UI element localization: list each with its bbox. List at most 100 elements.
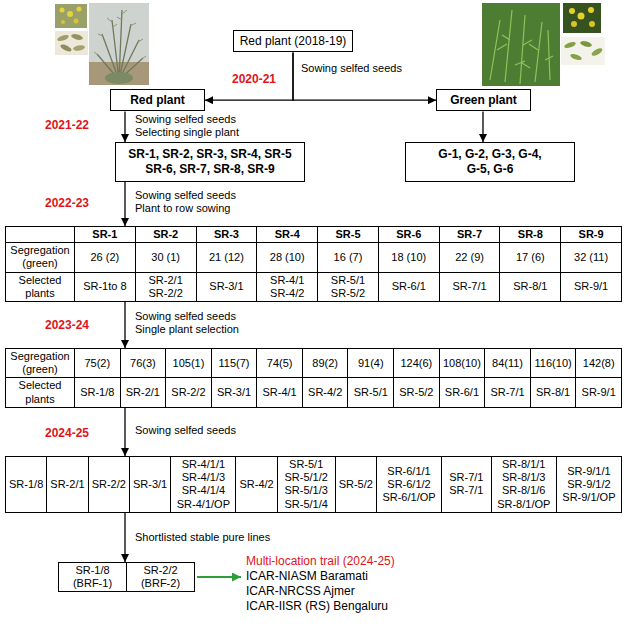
table-cell: SR-9/1: [561, 273, 621, 301]
cell-text: SR-4/1: [262, 386, 296, 399]
plant-base: [105, 72, 133, 84]
seed: [60, 43, 73, 53]
cell-text: SR-3/1: [209, 280, 243, 293]
green-arrow: [197, 576, 241, 578]
seed: [73, 44, 86, 51]
table-cell: SR-7: [440, 227, 500, 242]
table-cell: SR-1/8 (BRF-1): [59, 563, 126, 591]
cell-text: 17 (6): [516, 251, 545, 264]
cell-text: SR-4/1 SR-4/2: [259, 274, 315, 300]
flow-arrow: [293, 52, 436, 100]
cell-text: SR-2/2 (BRF-2): [129, 564, 192, 590]
table-cell: Selected plants: [6, 273, 74, 301]
cell-text: SR-5: [335, 228, 360, 241]
table-cell: 91(4): [348, 349, 393, 377]
cell-text: 105(1): [173, 357, 205, 370]
table-cell: SR-5/2: [336, 457, 376, 512]
table-cell: SR-2/2: [166, 378, 211, 406]
node-text: Red plant: [115, 93, 200, 107]
table-cell: SR-9: [561, 227, 621, 242]
year-label: 2022-23: [45, 196, 89, 210]
table-cell: 28 (10): [257, 243, 317, 271]
cell-text: SR-1/8 (BRF-1): [61, 564, 124, 590]
cell-text: SR-7/1: [452, 280, 486, 293]
cell-text: SR-9/1: [574, 280, 608, 293]
cell-text: SR-2/1 SR-2/2: [138, 274, 194, 300]
cell-text: SR-8/1: [513, 280, 547, 293]
cell-text: SR-1: [92, 228, 117, 241]
table-cell: SR-4: [257, 227, 317, 242]
cell-text: 89(2): [312, 357, 338, 370]
table-cell: [6, 227, 74, 242]
flower: [74, 19, 79, 24]
cell-text: SR-7/1 SR-7/1: [444, 471, 489, 497]
cell-text: 115(7): [219, 357, 250, 370]
flower: [61, 20, 65, 24]
table-cell: SR-9/1/1 SR-9/1/2 SR-9/1/OP: [557, 457, 621, 512]
cell-text: SR-7: [457, 228, 482, 241]
cell-text: SR-4/1/1 SR-4/1/3 SR-4/1/4 SR-4/1/OP: [173, 458, 233, 511]
cell-text: SR-4/2: [240, 478, 274, 491]
node-text: G-1, G-2, G-3, G-4, G-5, G-6: [432, 147, 548, 177]
flower: [77, 7, 82, 12]
cell-text: Segregation (green): [8, 244, 72, 270]
process-box: Red plant: [110, 89, 205, 111]
table-cell: 22 (9): [440, 243, 500, 271]
seed: [580, 40, 593, 48]
flower-photo: [563, 3, 601, 33]
plant-foliage: [490, 10, 553, 84]
cell-text: SR-6: [396, 228, 421, 241]
cell-text: SR-9/1/1 SR-9/1/2 SR-9/1/OP: [559, 465, 619, 505]
node-text: SR-1, SR-2, SR-3, SR-4, SR-5 SR-6, SR-7,…: [122, 147, 298, 177]
cell-text: 16 (7): [334, 251, 363, 264]
table-cell: SR-6/1/1 SR-6/1/2 SR-6/1/OP: [377, 457, 441, 512]
table-cell: SR-2/1: [121, 378, 166, 406]
flower: [67, 11, 73, 17]
flower: [588, 7, 594, 13]
seed-photo: [55, 31, 88, 55]
table-cell: Segregation (green): [6, 243, 74, 271]
flower: [578, 13, 585, 20]
table-cell: SR-1/8: [6, 457, 46, 512]
cell-text: SR-7/1: [490, 386, 524, 399]
table-cell: SR-5/1: [348, 378, 393, 406]
table-cell: SR-9/1: [576, 378, 621, 406]
cell-text: SR-5/1 SR-5/2: [320, 274, 376, 300]
trial-heading: Multi-location trail (2024-25): [246, 554, 395, 568]
table-cell: Segregation (green): [6, 349, 74, 377]
cell-text: SR-5/1 SR-5/1/2 SR-5/1/3 SR-5/1/4: [280, 458, 333, 511]
cell-text: 26 (2): [91, 251, 120, 264]
table-cell: 18 (10): [379, 243, 439, 271]
year-label: 2021-22: [45, 118, 89, 132]
cell-text: SR-3/1: [217, 386, 251, 399]
cell-text: Selected plants: [8, 274, 72, 300]
trial-site: ICAR-IISR (RS) Bengaluru: [246, 599, 388, 613]
cell-text: SR-4/2: [308, 386, 342, 399]
year-label: 2023-24: [45, 318, 89, 332]
flower-photo: [55, 4, 87, 28]
cell-text: 84(11): [492, 357, 523, 370]
flower: [571, 21, 577, 27]
cell-text: 74(5): [267, 357, 293, 370]
seed: [591, 47, 604, 57]
table-cell: SR-8/1: [531, 378, 576, 406]
table-cell: SR-8/1: [500, 273, 560, 301]
cell-text: SR-8/1: [536, 386, 570, 399]
table-cell: SR-5: [318, 227, 378, 242]
table-cell: 75(2): [75, 349, 120, 377]
seed: [570, 53, 583, 62]
table-cell: SR-5/1 SR-5/1/2 SR-5/1/3 SR-5/1/4: [278, 457, 335, 512]
cell-text: SR-1/8: [9, 478, 43, 491]
flow-arrow: [124, 408, 125, 456]
flow-arrow: [124, 182, 125, 226]
table-cell: SR-4/1: [257, 378, 302, 406]
table-cell: SR-5/1 SR-5/2: [318, 273, 378, 301]
cell-text: 124(6): [400, 357, 432, 370]
edge-label: Shortlisted stable pure lines: [135, 531, 270, 544]
plant-photo: [89, 3, 149, 85]
process-box: G-1, G-2, G-3, G-4, G-5, G-6: [405, 142, 575, 182]
cell-text: 32 (11): [574, 251, 608, 264]
table-cell: 76(3): [121, 349, 166, 377]
seed: [564, 41, 577, 50]
